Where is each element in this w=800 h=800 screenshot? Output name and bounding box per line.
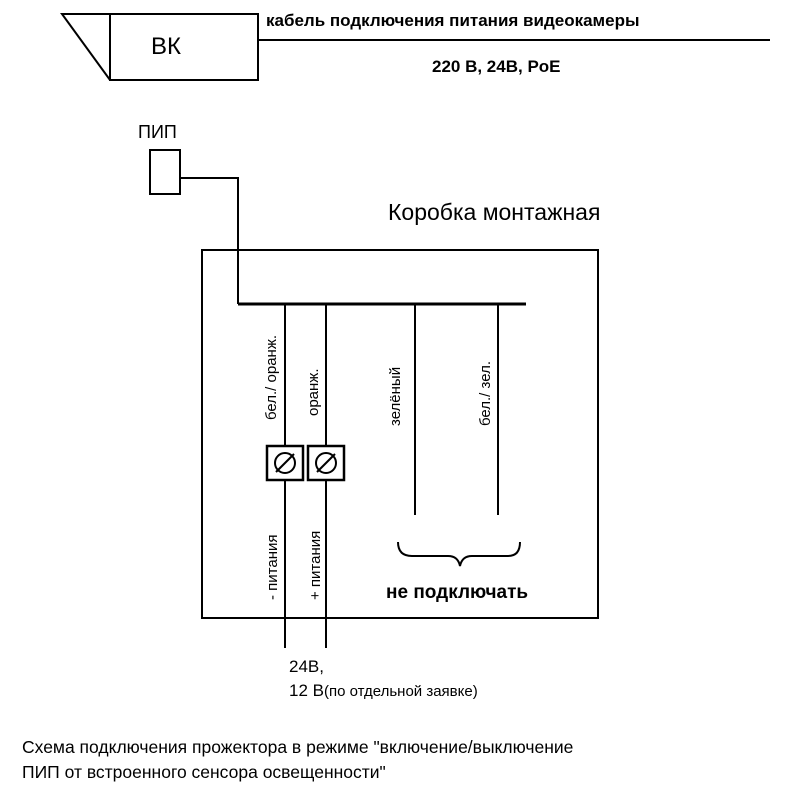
mounting-box: [201, 249, 599, 619]
caption-line1: Схема подключения прожектора в режиме "в…: [22, 737, 573, 757]
terminal-minus: [265, 444, 305, 482]
camera-label: ВК: [151, 33, 181, 60]
supply-line2: 12 В(по отдельной заявке): [289, 681, 478, 700]
power-options: 220 В, 24В, PoE: [432, 57, 561, 76]
sensor-box: [149, 149, 181, 195]
camera-box: [109, 13, 259, 81]
terminal-plus-screw-icon: [315, 452, 337, 474]
terminal-plus-slot: [316, 453, 336, 473]
wire-label-green: зелёный: [387, 367, 404, 426]
caption-line2: ПИП от встроенного сенсора освещенности": [22, 762, 386, 782]
terminal-plus: [306, 444, 346, 482]
supply-voltage: 12 В: [289, 681, 324, 700]
cable-title: кабель подключения питания видеокамеры: [266, 11, 639, 30]
supply-note: (по отдельной заявке): [324, 683, 478, 700]
camera-block: ВК: [60, 13, 259, 81]
box-title: Коробка монтажная: [388, 199, 600, 225]
terminal-plus-label: + питания: [307, 531, 324, 600]
wire-label-white-orange: бел./ оранж.: [263, 335, 280, 420]
wire-label-white-green: бел./ зел.: [477, 361, 494, 426]
unused-brace: [397, 541, 521, 567]
wire-label-orange: оранж.: [305, 368, 322, 416]
supply-line1: 24В,: [289, 657, 324, 676]
sensor-label: ПИП: [138, 122, 177, 142]
terminal-minus-screw-icon: [274, 452, 296, 474]
terminal-minus-label: - питания: [264, 535, 281, 601]
terminal-minus-slot: [275, 453, 295, 473]
unused-note: не подключать: [386, 582, 528, 603]
sensor-cable: [180, 177, 239, 304]
